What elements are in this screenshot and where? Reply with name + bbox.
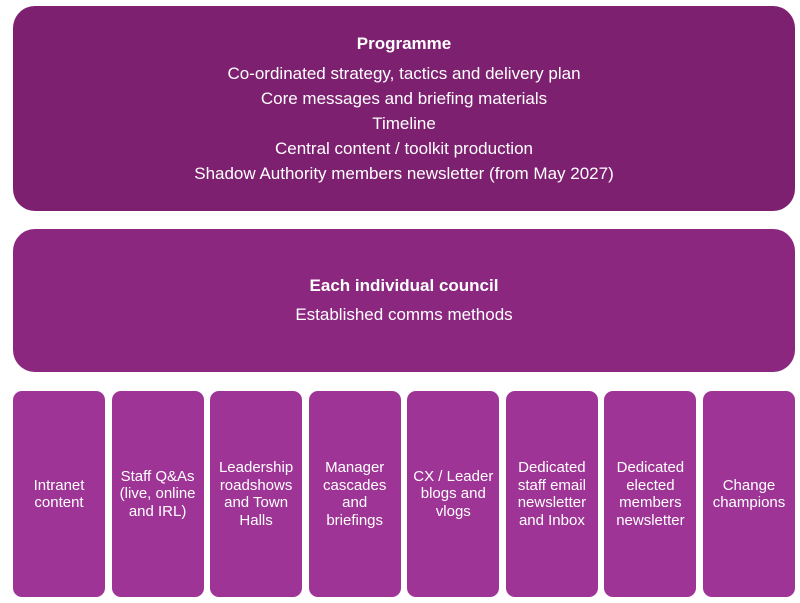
council-title: Each individual council <box>309 275 499 295</box>
channel-tile-manager-cascades: Manager cascades and briefings <box>308 391 401 597</box>
channel-tile-leadership-roadshows: Leadership roadshows and Town Halls <box>210 391 303 597</box>
programme-line-strategy: Co-ordinated strategy, tactics and deliv… <box>227 64 581 83</box>
channel-tiles: Intranet content Staff Q&As (live, onlin… <box>13 391 795 597</box>
programme-line-timeline: Timeline <box>372 114 436 133</box>
programme-title: Programme <box>356 34 452 53</box>
programme-line-messages: Core messages and briefing materials <box>260 89 548 108</box>
channel-tile-staff-newsletter: Dedicated staff email newsletter and Inb… <box>505 391 598 597</box>
channel-tile-leader-blogs: CX / Leader blogs and vlogs <box>407 391 500 597</box>
channel-tile-staff-qas: Staff Q&As (live, online and IRL) <box>111 391 204 597</box>
channel-tile-intranet: Intranet content <box>13 391 105 597</box>
council-line-methods: Established comms methods <box>295 304 513 324</box>
council-box: Each individual council Established comm… <box>13 229 795 372</box>
channel-tile-members-newsletter: Dedicated elected members newsletter <box>604 391 697 597</box>
programme-line-toolkit: Central content / toolkit production <box>275 139 533 158</box>
channel-tile-change-champions: Change champions <box>703 391 795 597</box>
programme-line-newsletter: Shadow Authority members newsletter (fro… <box>194 164 614 183</box>
programme-box: Programme Co-ordinated strategy, tactics… <box>13 6 795 211</box>
